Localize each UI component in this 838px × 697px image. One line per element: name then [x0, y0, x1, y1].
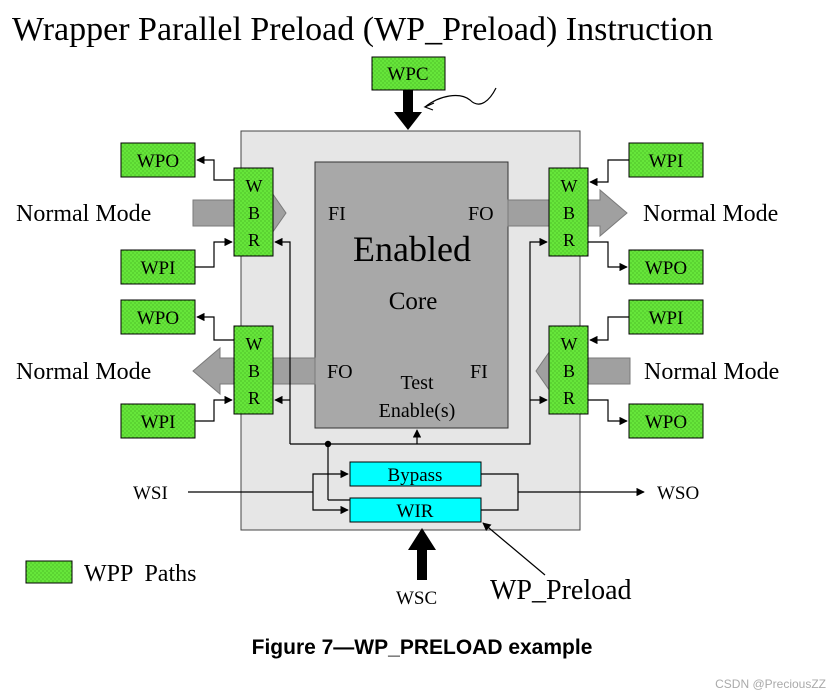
normal-mode-top-left: Normal Mode: [16, 201, 151, 227]
wbr-bottom-right: W B R: [548, 325, 589, 415]
wp-preload-pointer: [482, 522, 546, 576]
page-title: Wrapper Parallel Preload (WP_Preload) In…: [12, 11, 713, 48]
wsc-arrow: [408, 528, 436, 580]
svg-text:R: R: [248, 388, 260, 408]
svg-text:R: R: [563, 388, 575, 408]
svg-text:WPO: WPO: [137, 151, 179, 172]
svg-text:R: R: [563, 230, 575, 250]
wpo-bottom-right: WPO: [628, 403, 704, 439]
svg-text:WPI: WPI: [141, 258, 176, 279]
fi-bottom-right: FI: [470, 361, 488, 383]
svg-text:Bypass: Bypass: [388, 465, 443, 486]
svg-text:W: W: [561, 334, 578, 354]
wpo-bottom-left: WPO: [120, 299, 196, 335]
wpi-top-left: WPI: [120, 249, 196, 285]
wpc-arrow: [394, 90, 422, 130]
svg-text:W: W: [246, 334, 263, 354]
junction-dot: [324, 440, 332, 448]
wpc-label: WPC: [387, 64, 428, 85]
terminal-wires: [195, 155, 629, 426]
wbr-top-right: W B R: [548, 167, 589, 257]
wpc-signal-squiggle: [424, 87, 497, 108]
legend: WPP Paths: [25, 560, 196, 587]
figure-caption: Figure 7—WP_PRELOAD example: [252, 636, 593, 659]
enabled-core: [314, 161, 509, 429]
svg-text:WPI: WPI: [649, 151, 684, 172]
wpo-top-right: WPO: [628, 249, 704, 285]
svg-text:R: R: [248, 230, 260, 250]
wpi-bottom-left: WPI: [120, 403, 196, 439]
svg-text:WIR: WIR: [397, 501, 434, 522]
svg-text:WPI: WPI: [649, 308, 684, 329]
svg-text:B: B: [563, 361, 575, 381]
legend-swatch: [25, 560, 73, 584]
fi-top-left: FI: [328, 203, 346, 225]
wp-preload-label: WP_Preload: [490, 575, 632, 606]
svg-text:B: B: [248, 203, 260, 223]
svg-text:WPO: WPO: [137, 308, 179, 329]
fo-bottom-left: FO: [327, 361, 353, 383]
wbr-top-left: W B R: [233, 167, 274, 257]
svg-text:W: W: [246, 176, 263, 196]
core-title: Enabled: [353, 229, 471, 269]
core-subtitle: Core: [389, 288, 438, 315]
test-label: Test: [400, 372, 433, 394]
svg-text:B: B: [248, 361, 260, 381]
svg-text:WPO: WPO: [645, 412, 687, 433]
control-wires: [274, 237, 548, 500]
wpi-top-right: WPI: [628, 142, 704, 178]
wpo-top-left: WPO: [120, 142, 196, 178]
enable-label: Enable(s): [379, 400, 456, 422]
svg-text:B: B: [563, 203, 575, 223]
wsc-label: WSC: [396, 588, 437, 609]
normal-mode-bottom-left: Normal Mode: [16, 359, 151, 385]
scan-wires: [188, 469, 645, 515]
wpi-bottom-right: WPI: [628, 299, 704, 335]
wsi-label: WSI: [133, 483, 168, 504]
legend-label: WPP Paths: [84, 561, 196, 587]
bypass-register: Bypass: [349, 461, 482, 487]
normal-mode-bottom-right: Normal Mode: [644, 359, 779, 385]
wir-register: WIR: [349, 497, 482, 523]
svg-text:WPI: WPI: [141, 412, 176, 433]
fo-top-right: FO: [468, 203, 494, 225]
svg-text:W: W: [561, 176, 578, 196]
normal-mode-top-right: Normal Mode: [643, 201, 778, 227]
svg-text:WPO: WPO: [645, 258, 687, 279]
wpc-box: WPC: [371, 56, 446, 91]
watermark: CSDN @PreciousZZ: [715, 677, 826, 691]
wso-label: WSO: [657, 483, 699, 504]
wbr-bottom-left: W B R: [233, 325, 274, 415]
